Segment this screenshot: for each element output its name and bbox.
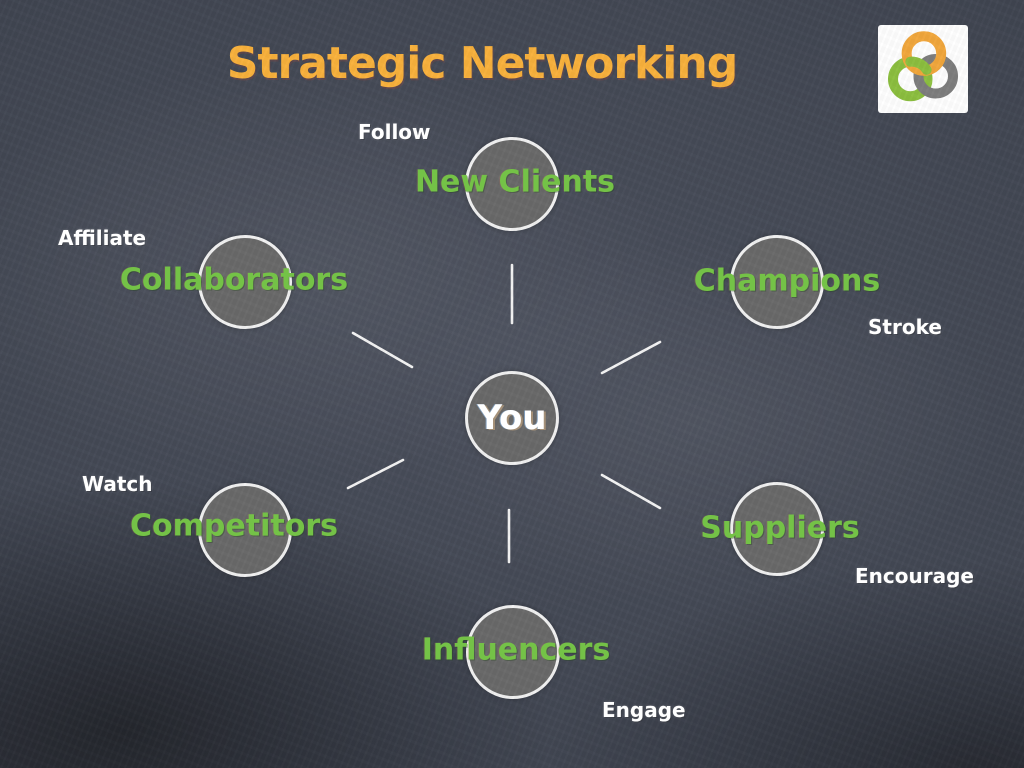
node-circle-competitors bbox=[198, 483, 292, 577]
action-label-affiliate: Affiliate bbox=[58, 226, 147, 250]
node-label-competitors: Competitors bbox=[130, 508, 338, 544]
spoke-lower-right bbox=[600, 473, 662, 510]
interlocking-rings-logo-icon bbox=[888, 31, 958, 102]
node-circle-champions bbox=[730, 235, 824, 329]
spoke-upper-left bbox=[351, 331, 414, 369]
action-label-follow: Follow bbox=[358, 120, 431, 144]
center-node-label: You bbox=[477, 398, 547, 438]
node-label-new-clients: New Clients bbox=[414, 164, 616, 200]
node-circle-collaborators bbox=[198, 235, 292, 329]
node-label-suppliers: Suppliers bbox=[700, 510, 860, 546]
spoke-upper-right bbox=[600, 340, 662, 375]
action-label-watch: Watch bbox=[82, 472, 153, 496]
logo-badge bbox=[878, 25, 968, 113]
node-circle-new-clients bbox=[465, 137, 559, 231]
spoke-lower-left bbox=[346, 458, 405, 490]
node-circle-you bbox=[465, 371, 559, 465]
node-label-collaborators: Collaborators bbox=[119, 262, 349, 298]
action-label-engage: Engage bbox=[602, 698, 686, 722]
slide-title: Strategic Networking bbox=[226, 38, 738, 89]
node-circle-influencers bbox=[466, 605, 560, 699]
node-label-influencers: Influencers bbox=[421, 632, 611, 668]
action-label-stroke: Stroke bbox=[868, 315, 942, 339]
node-label-champions: Champions bbox=[693, 263, 881, 299]
node-circle-suppliers bbox=[730, 482, 824, 576]
action-label-encourage: Encourage bbox=[855, 564, 974, 588]
